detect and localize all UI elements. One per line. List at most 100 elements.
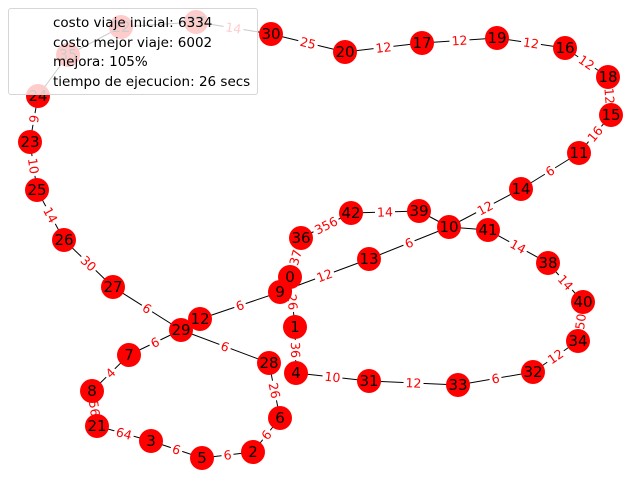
svg-text:14: 14 [555,272,577,294]
node-39: 39 [407,199,431,223]
svg-text:10: 10 [324,369,341,386]
node-25: 25 [25,178,49,202]
edge-weight-27-26: 30 [75,250,102,277]
edge-weight-16-18: 12 [573,50,600,75]
edge-weight-29-28: 6 [216,336,234,357]
edge-weight-25-23: 10 [24,154,43,178]
svg-text:12: 12 [474,198,495,219]
node-label-27: 27 [103,278,122,296]
svg-text:26: 26 [266,381,284,400]
node-label-42: 42 [341,204,360,222]
node-31: 31 [357,369,381,393]
node-label-1: 1 [290,318,300,336]
svg-text:12: 12 [522,34,540,51]
svg-text:14: 14 [507,236,528,257]
node-16: 16 [553,36,577,60]
node-36: 36 [289,226,313,250]
node-28: 28 [257,351,281,375]
node-label-26: 26 [54,231,73,249]
edge-weight-39-42: 14 [374,203,396,221]
svg-text:12: 12 [375,39,393,56]
node-27: 27 [101,275,125,299]
legend-initial-cost: costo viaje inicial: 6334 [53,15,213,31]
node-5: 5 [190,446,214,470]
svg-text:56: 56 [86,400,103,418]
node-label-28: 28 [259,354,278,372]
node-label-17: 17 [412,34,431,52]
node-label-3: 3 [146,432,156,450]
edge-weight-8-7: 4 [100,363,121,383]
edge-weight-36-0: 37 [285,245,306,270]
node-label-23: 23 [20,133,39,151]
node-4: 4 [284,361,308,385]
node-label-19: 19 [487,29,506,47]
edge-weight-40-38: 14 [552,269,579,296]
edge-weight-3-21: 64 [112,423,136,444]
node-32: 32 [521,360,545,384]
edge-weight-13-9: 12 [312,264,337,287]
node-label-20: 20 [335,43,354,61]
node-26: 26 [52,228,76,252]
node-label-29: 29 [171,321,190,339]
legend-box: costo viaje inicial: 6334 costo mejor vi… [8,8,258,95]
svg-text:12: 12 [314,266,334,286]
node-23: 23 [18,130,42,154]
edge-weight-4-31: 10 [321,367,344,387]
node-label-14: 14 [511,180,530,198]
edge-weight-38-41: 14 [505,234,531,259]
svg-text:9: 9 [26,114,42,124]
svg-text:12: 12 [545,346,567,367]
edge-weight-5-3: 6 [168,440,185,459]
edge-weight-6-2: 6 [256,425,277,445]
node-label-18: 18 [598,68,617,86]
node-label-0: 0 [285,268,295,286]
node-label-39: 39 [409,202,428,220]
node-18: 18 [596,65,620,89]
svg-text:16: 16 [584,123,606,145]
svg-text:12: 12 [451,32,468,48]
node-12: 12 [188,307,212,331]
node-30: 30 [259,22,283,46]
edge-weight-9-12: 6 [231,296,249,315]
node-label-38: 38 [538,254,557,272]
node-29: 29 [169,318,193,342]
edge-weight-7-29: 6 [146,332,164,353]
edge-weight-18-15: 12 [600,85,619,107]
node-label-41: 41 [478,221,497,239]
node-label-15: 15 [601,106,620,124]
edge-weight-26-25: 14 [38,202,63,228]
node-14: 14 [509,177,533,201]
node-33: 33 [446,373,470,397]
edge-weight-23-24: 9 [25,111,43,127]
svg-text:64: 64 [114,424,133,443]
node-label-25: 25 [27,181,46,199]
node-label-36: 36 [291,229,310,247]
edge-weight-33-32: 6 [488,369,503,388]
svg-text:14: 14 [377,204,393,219]
node-label-16: 16 [555,39,574,57]
svg-text:6: 6 [490,370,500,386]
node-label-9: 9 [275,283,285,301]
node-7: 7 [117,343,141,367]
edge-weight-29-27: 6 [137,298,157,319]
node-13: 13 [357,247,381,271]
edge-weight-11-14: 6 [540,161,560,181]
legend-execution-time: tiempo de ejecucion: 26 secs [53,73,251,90]
node-label-33: 33 [448,376,467,394]
node-15: 15 [599,103,623,127]
node-41: 41 [476,218,500,242]
edge-weight-17-19: 12 [448,31,471,50]
edge-weight-19-16: 12 [519,33,543,53]
node-label-31: 31 [359,372,378,390]
node-label-34: 34 [568,332,587,350]
node-38: 38 [536,251,560,275]
node-10: 10 [437,215,461,239]
node-9: 9 [268,280,292,304]
node-40: 40 [571,290,595,314]
svg-text:36: 36 [288,342,303,358]
node-label-2: 2 [248,443,258,461]
svg-text:10: 10 [25,157,42,175]
node-label-11: 11 [569,144,588,162]
svg-text:25: 25 [298,34,317,52]
edge-weight-2-5: 6 [220,446,235,464]
